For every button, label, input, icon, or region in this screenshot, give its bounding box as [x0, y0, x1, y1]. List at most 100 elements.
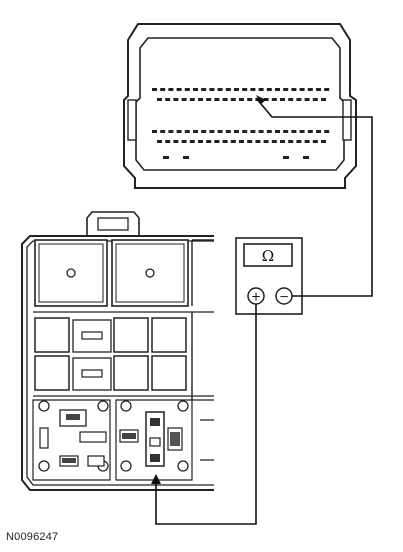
connector-pin	[324, 130, 330, 133]
connector-small-pin	[303, 156, 309, 159]
connector-pin	[299, 88, 305, 91]
connector-pin	[198, 98, 203, 101]
connector-pin	[184, 130, 190, 133]
connector-pin	[234, 130, 239, 133]
connector-pin	[230, 140, 236, 143]
connector-pin	[307, 130, 313, 133]
connector-pin	[271, 140, 277, 143]
connector-pin	[209, 88, 215, 91]
connector-pin	[291, 88, 297, 91]
connector-pin	[157, 98, 162, 101]
connector-pin	[263, 140, 269, 143]
junction-box-right-column	[191, 239, 214, 400]
junction-box-tab-slot	[97, 217, 129, 231]
connector-pin	[247, 98, 253, 101]
connector-pin	[222, 98, 228, 101]
positive-terminal-label: +	[251, 290, 261, 304]
connector-pin	[173, 98, 179, 101]
connector-pin	[283, 130, 289, 133]
connector-pin	[304, 140, 310, 143]
connector-small-pin	[183, 156, 189, 159]
connector-pin	[181, 98, 187, 101]
connector-pin	[225, 130, 231, 133]
connector-pin	[271, 98, 277, 101]
connector-pin	[152, 130, 157, 133]
mini-relay	[113, 355, 149, 391]
connector-pin	[165, 98, 171, 101]
connector-pin	[321, 140, 326, 143]
connector-pin	[193, 88, 198, 91]
connector-pin	[316, 130, 321, 133]
connector-pin	[283, 88, 289, 91]
ohmmeter-display	[243, 243, 293, 267]
connector-pin	[157, 140, 162, 143]
connector-pin	[296, 98, 302, 101]
connector-latch-left	[127, 99, 137, 141]
connector-pin	[280, 140, 285, 143]
relay-socket	[72, 357, 112, 391]
connector-pin	[324, 88, 330, 91]
positive-test-lead	[155, 304, 257, 525]
connector-pin	[152, 88, 157, 91]
connector-pin	[266, 88, 272, 91]
target-connector-pin	[150, 454, 160, 462]
negative-test-lead	[255, 97, 373, 297]
mounting-point	[120, 460, 132, 472]
mini-relay	[113, 317, 149, 353]
connector-pin	[168, 130, 174, 133]
fuse-slot	[79, 431, 107, 443]
connector-pin	[239, 98, 244, 101]
connector-pin	[214, 140, 220, 143]
mounting-point	[97, 400, 109, 412]
connector-pin	[291, 130, 297, 133]
fuse-slot	[87, 455, 105, 467]
test-leads	[155, 97, 373, 525]
connector-pin	[280, 98, 285, 101]
mounting-point	[38, 400, 50, 412]
fuse-slot-terminal	[122, 433, 136, 439]
mini-relay	[34, 317, 70, 353]
junction-box-lower-frame	[32, 399, 193, 481]
connector-small-pin	[163, 156, 169, 159]
target-connector-pin	[150, 418, 160, 426]
relay-mounting-hole	[66, 268, 76, 278]
connector-pin	[222, 140, 228, 143]
connector-latch-right	[342, 99, 352, 141]
connector-pin	[193, 130, 198, 133]
connector-pin	[214, 98, 220, 101]
target-connector-pin	[149, 437, 161, 447]
probe-arrowhead	[256, 95, 266, 104]
connector-pin	[263, 98, 269, 101]
relay-mounting-hole	[145, 268, 155, 278]
connector-pin	[181, 140, 187, 143]
connector-pin	[176, 130, 182, 133]
connector-pin	[189, 98, 195, 101]
mounting-point	[38, 460, 50, 472]
large-relay-right-inner	[115, 243, 185, 303]
large-relay-left-inner	[38, 243, 104, 303]
mounting-point	[177, 400, 189, 412]
connector-pin	[173, 140, 179, 143]
figure-id-label: N0096247	[6, 531, 59, 543]
connector-pin-rows	[152, 88, 330, 143]
connector-pin	[250, 88, 256, 91]
connector-pin	[198, 140, 203, 143]
connector-pin	[316, 88, 321, 91]
mini-relay	[151, 317, 187, 353]
module-connector	[123, 23, 357, 189]
connector-pin	[247, 140, 253, 143]
connector-pin	[206, 140, 212, 143]
probe-arrowhead	[151, 474, 161, 484]
connector-pin	[234, 88, 239, 91]
connector-pin	[304, 98, 310, 101]
connector-pin	[296, 140, 302, 143]
negative-terminal-label: −	[279, 290, 289, 304]
connector-pin	[321, 98, 326, 101]
connector-pin	[206, 98, 212, 101]
connector-pin	[160, 88, 166, 91]
fuse-slot-terminal	[62, 458, 76, 463]
mounting-point	[177, 460, 189, 472]
mounting-point	[120, 400, 132, 412]
connector-pin	[255, 140, 261, 143]
